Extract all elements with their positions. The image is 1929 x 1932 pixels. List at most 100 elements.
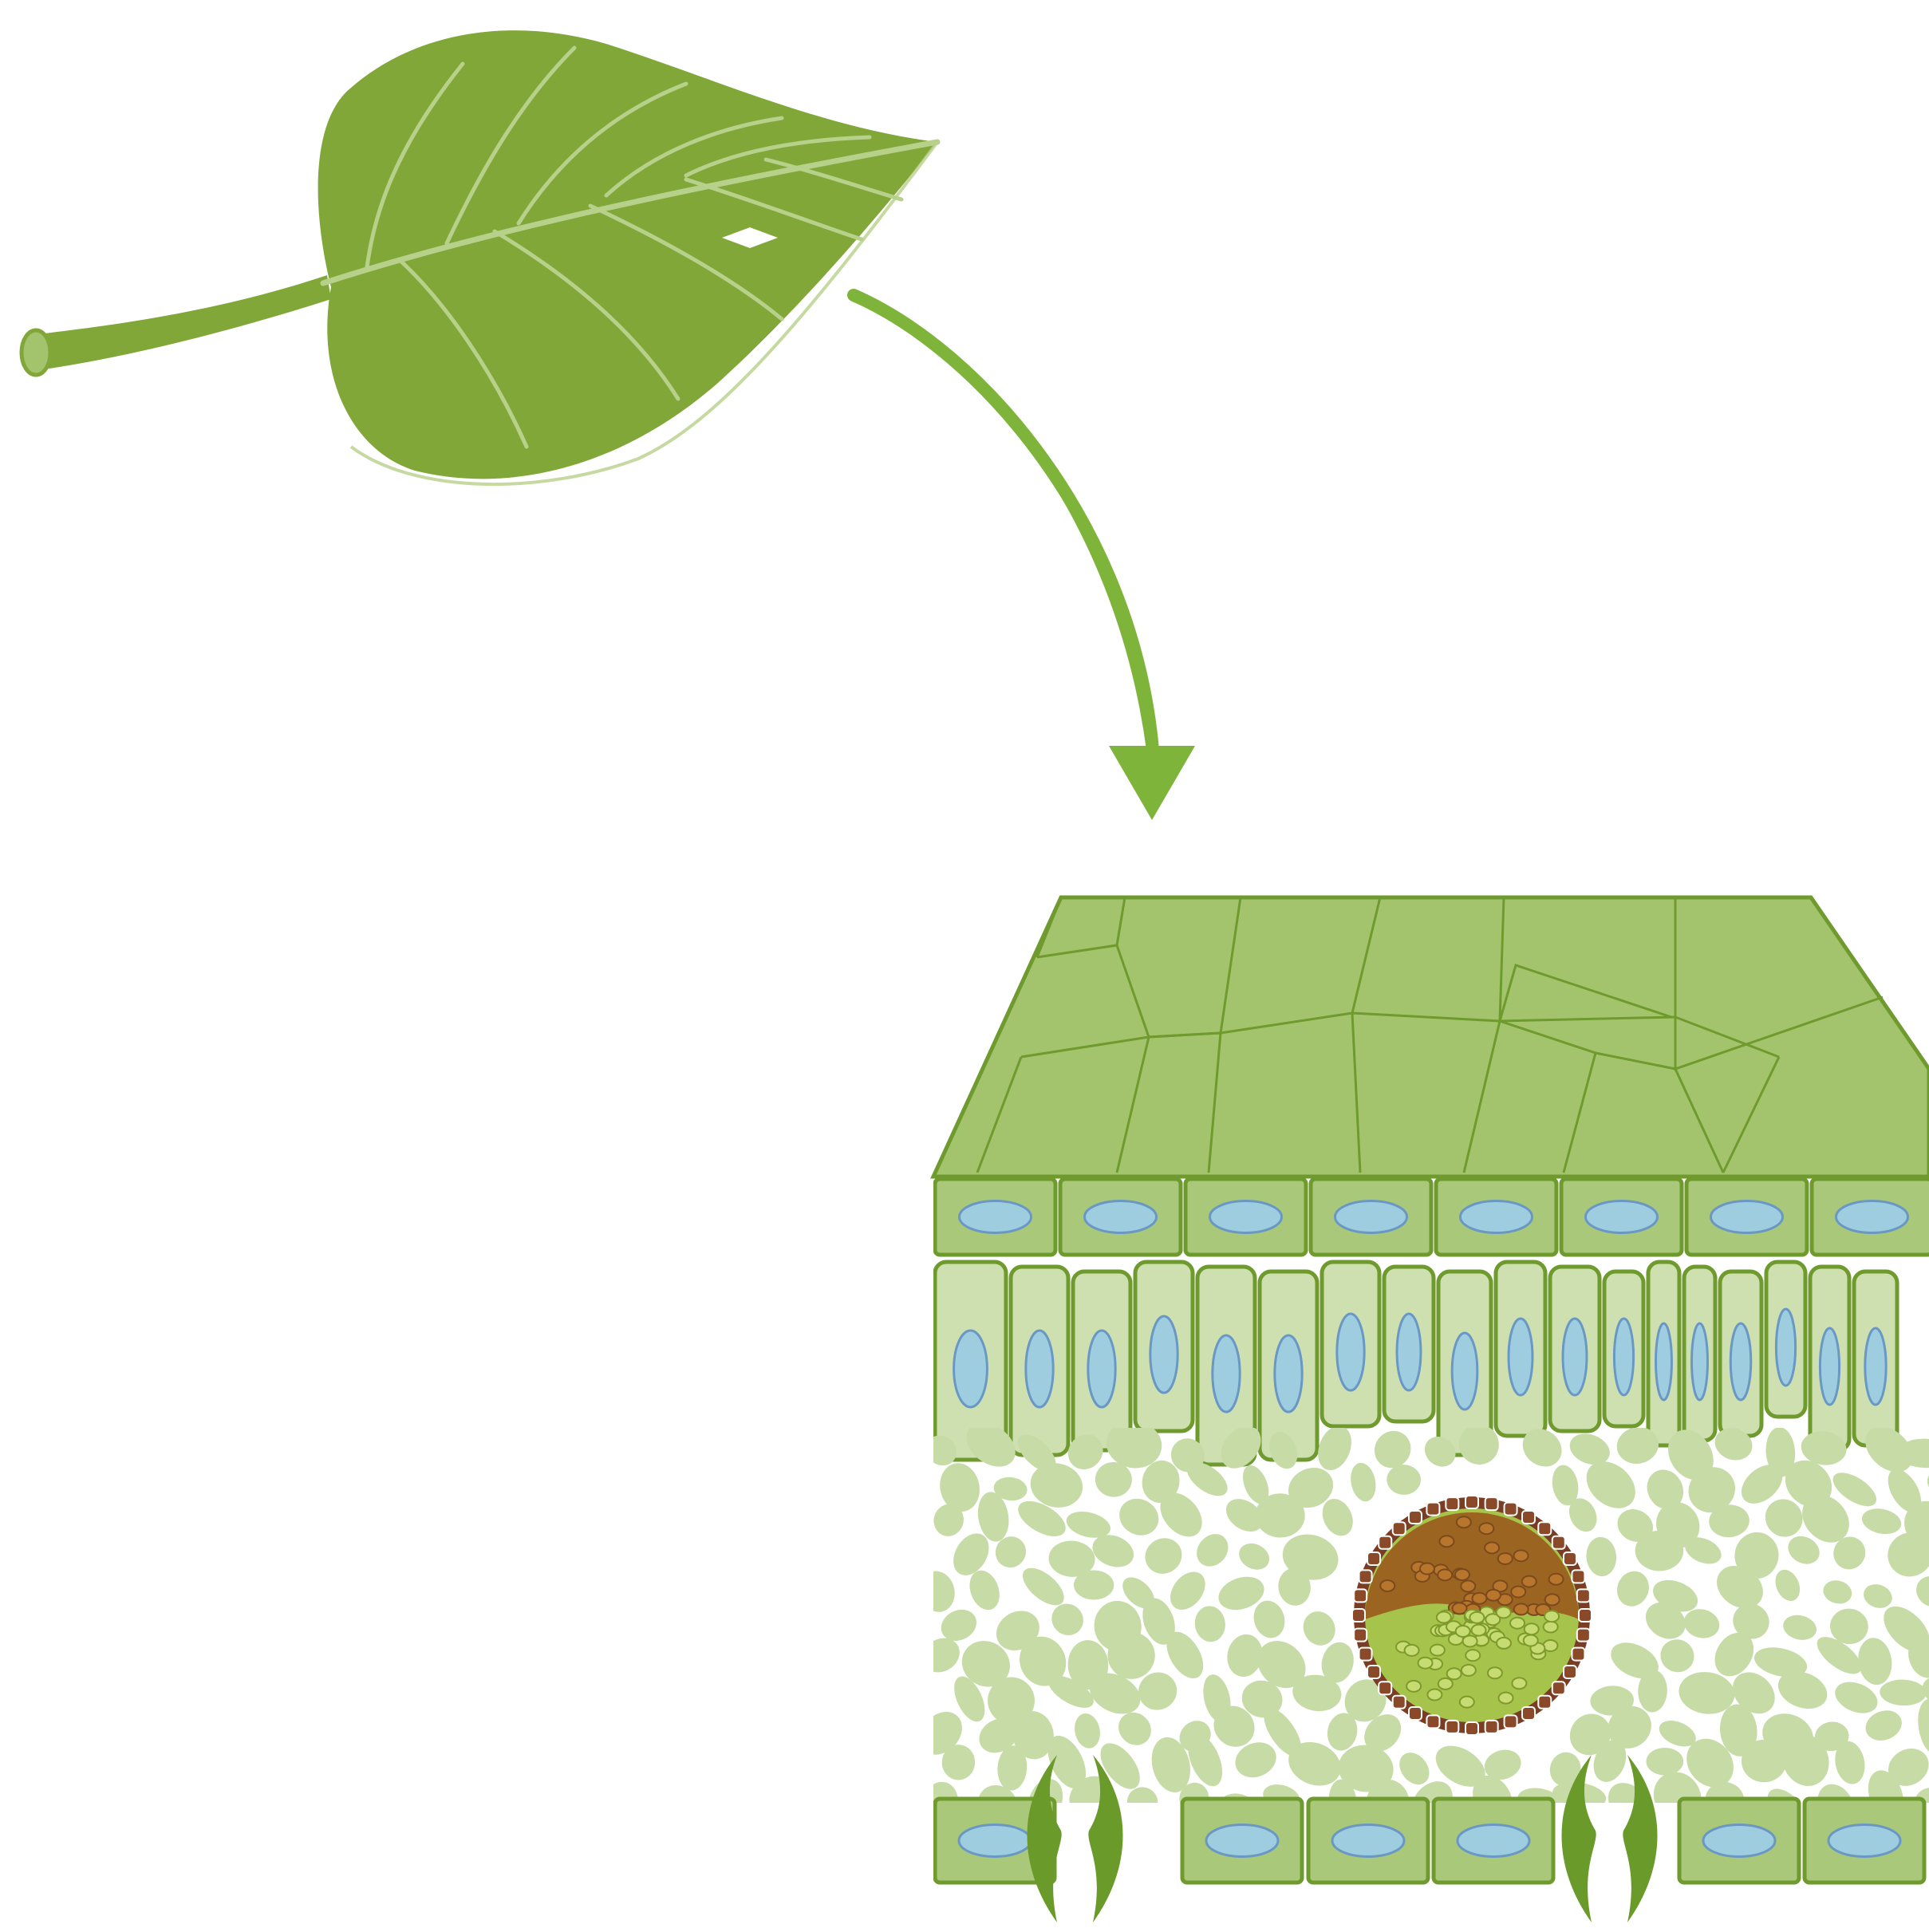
sheath-cell [1577, 1589, 1590, 1602]
phloem-cell [1488, 1667, 1502, 1678]
phloem-cell [1418, 1658, 1433, 1669]
phloem-cell [1472, 1625, 1486, 1636]
phloem-cell [1438, 1678, 1453, 1690]
spongy-cell [1781, 1612, 1819, 1644]
nucleus [1776, 1309, 1795, 1386]
xylem-cell [1486, 1590, 1501, 1601]
upper-epidermis-cells [935, 1179, 1929, 1255]
guard-cell [1028, 1755, 1062, 1922]
nucleus [1332, 1825, 1404, 1857]
phloem-cell [1544, 1621, 1558, 1632]
sheath-cell [1522, 1707, 1535, 1720]
nucleus [1452, 1333, 1477, 1410]
xylem-cell [1420, 1563, 1434, 1575]
phloem-cell [1456, 1626, 1470, 1637]
phloem-cell [1510, 1618, 1525, 1629]
xylem-cell [1457, 1516, 1471, 1528]
sheath-cell [1426, 1715, 1439, 1728]
nucleus [1563, 1319, 1587, 1395]
sheath-cell [1393, 1696, 1406, 1709]
palisade-mesophyll [935, 1262, 1897, 1465]
xylem-cell [1485, 1542, 1499, 1553]
sheath-cell [1354, 1629, 1367, 1642]
spongy-cell [1193, 1604, 1227, 1643]
spongy-cell [1915, 1697, 1929, 1757]
sheath-cell [1505, 1715, 1517, 1728]
sheath-cell [1552, 1536, 1565, 1549]
spongy-cell [1860, 1580, 1895, 1612]
nucleus [1586, 1201, 1658, 1233]
spongy-cell [1860, 1505, 1903, 1537]
sheath-cell [1446, 1721, 1458, 1733]
sheath-cell [1564, 1666, 1576, 1678]
xylem-cell [1514, 1550, 1529, 1561]
nucleus [1085, 1201, 1157, 1233]
phloem-cell [1544, 1611, 1559, 1622]
sheath-cell [1485, 1497, 1498, 1510]
spongy-cell [1124, 1784, 1162, 1820]
nucleus [1275, 1335, 1302, 1412]
nucleus [954, 1331, 988, 1407]
guard-cell [1623, 1755, 1657, 1922]
spongy-cell [1612, 1567, 1655, 1611]
sheath-cell [1505, 1503, 1517, 1516]
xylem-cell [1461, 1580, 1475, 1591]
spongy-cell [1856, 1636, 1895, 1687]
spongy-cell [1138, 1532, 1189, 1581]
nucleus [1703, 1825, 1775, 1857]
nucleus [1692, 1323, 1708, 1400]
xylem-cell [1549, 1574, 1564, 1585]
nucleus [1337, 1314, 1364, 1390]
xylem-cell [1545, 1594, 1560, 1605]
spongy-cell [1655, 1634, 1699, 1678]
nucleus [1461, 1201, 1533, 1233]
nucleus [1335, 1201, 1407, 1233]
sheath-cell [1522, 1511, 1535, 1524]
nucleus [1828, 1825, 1900, 1857]
leaf-icon [22, 30, 937, 484]
sheath-cell [1409, 1511, 1422, 1524]
xylem-cell [1472, 1593, 1486, 1604]
sheath-cell [1359, 1570, 1372, 1583]
sheath-cell [1393, 1522, 1406, 1535]
sheath-cell [1538, 1522, 1551, 1535]
spongy-cell [1584, 1536, 1618, 1577]
phloem-cell [1499, 1693, 1513, 1704]
spongy-cell [916, 1567, 958, 1615]
spongy-cell [1647, 1748, 1684, 1776]
sheath-cell [1379, 1536, 1391, 1549]
xylem-cell [1438, 1569, 1452, 1580]
sheath-cell [1485, 1721, 1498, 1733]
spongy-cell [1821, 1577, 1855, 1607]
upper-epidermis-surface [933, 897, 1929, 1177]
sheath-cell [1426, 1503, 1439, 1516]
nucleus [1088, 1331, 1115, 1407]
xylem-cell [1439, 1536, 1454, 1547]
phloem-cell [1430, 1645, 1445, 1656]
sheath-cell [1354, 1589, 1367, 1602]
spongy-cell [1074, 1570, 1114, 1599]
spongy-cell [1771, 1566, 1805, 1605]
phloem-cell [1405, 1645, 1419, 1656]
phloem-cell [1465, 1650, 1480, 1661]
spongy-cell [1071, 1711, 1103, 1751]
sheath-cell [1465, 1722, 1478, 1735]
phloem-cell [1427, 1690, 1442, 1701]
nucleus [1836, 1201, 1908, 1233]
nucleus [1614, 1319, 1633, 1395]
phloem-cell [1497, 1607, 1511, 1618]
nucleus [1711, 1201, 1783, 1233]
phloem-cell [1447, 1668, 1462, 1679]
spongy-cell [1347, 1461, 1379, 1504]
leaf-petiole [32, 275, 331, 371]
nucleus [1397, 1314, 1421, 1390]
cross-section-block [911, 897, 1929, 1922]
sheath-cell [1379, 1682, 1391, 1694]
nucleus [960, 1201, 1032, 1233]
vascular-bundle [1352, 1496, 1592, 1735]
nucleus [1509, 1319, 1533, 1395]
phloem-cell [1406, 1681, 1421, 1692]
nucleus [1026, 1331, 1053, 1407]
spongy-cell [1387, 1464, 1422, 1495]
